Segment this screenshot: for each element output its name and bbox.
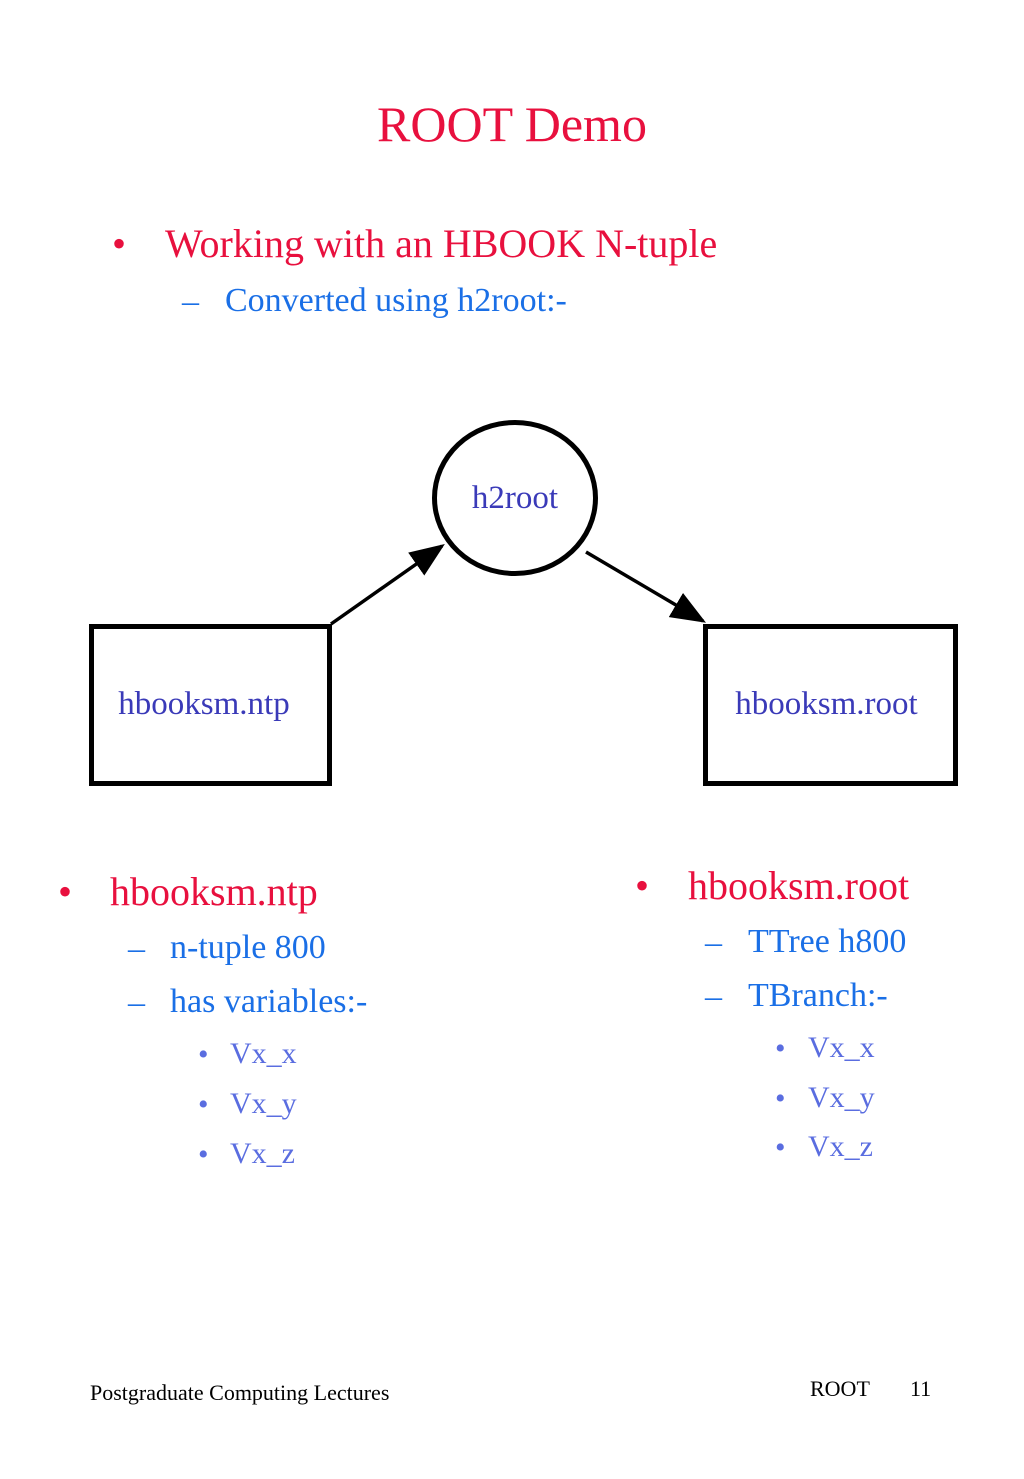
converter-label: h2root — [471, 480, 559, 516]
left-heading: hbooksm.ntp — [110, 869, 318, 914]
input-file-label: hbooksm.ntp — [118, 686, 290, 722]
left-item: n-tuple 800 — [170, 929, 326, 966]
right-var: Vx_y — [808, 1081, 875, 1114]
right-item: TBranch:- — [748, 977, 888, 1014]
left-heading-bullet: • — [58, 869, 73, 914]
input-file-node — [89, 624, 332, 786]
left-item-dash: – — [128, 984, 145, 1021]
converter-node — [432, 420, 598, 576]
intro-dash: – — [182, 283, 199, 320]
arrow-input-to-converter — [329, 543, 445, 626]
left-var: Vx_x — [230, 1037, 297, 1070]
left-item-dash: – — [128, 930, 145, 967]
right-var-bullet: • — [775, 1032, 786, 1065]
left-var-bullet: • — [198, 1088, 209, 1121]
right-item-dash: – — [705, 978, 722, 1015]
right-var: Vx_x — [808, 1031, 875, 1064]
left-item: has variables:- — [170, 983, 368, 1020]
footer-topic: ROOT — [810, 1376, 870, 1401]
right-item-dash: – — [705, 924, 722, 961]
left-var: Vx_z — [230, 1137, 295, 1170]
output-file-node — [703, 624, 958, 786]
intro-main-text: Working with an HBOOK N-tuple — [165, 221, 718, 266]
footer-course: Postgraduate Computing Lectures — [90, 1380, 390, 1405]
left-var: Vx_y — [230, 1087, 297, 1120]
left-var-bullet: • — [198, 1138, 209, 1171]
arrow-converter-to-output — [585, 550, 707, 623]
intro-bullet: • — [112, 221, 127, 266]
footer-page-number: 11 — [910, 1376, 932, 1401]
left-var-bullet: • — [198, 1038, 209, 1071]
right-var-bullet: • — [775, 1082, 786, 1115]
right-var: Vx_z — [808, 1130, 873, 1163]
intro-sub-text: Converted using h2root:- — [225, 282, 567, 319]
right-heading: hbooksm.root — [688, 863, 910, 908]
diagram-arrows — [329, 543, 707, 626]
slide-title: ROOT Demo — [377, 96, 647, 152]
output-file-label: hbooksm.root — [735, 686, 918, 722]
right-var-bullet: • — [775, 1131, 786, 1164]
right-item: TTree h800 — [748, 923, 907, 960]
right-heading-bullet: • — [635, 863, 650, 908]
